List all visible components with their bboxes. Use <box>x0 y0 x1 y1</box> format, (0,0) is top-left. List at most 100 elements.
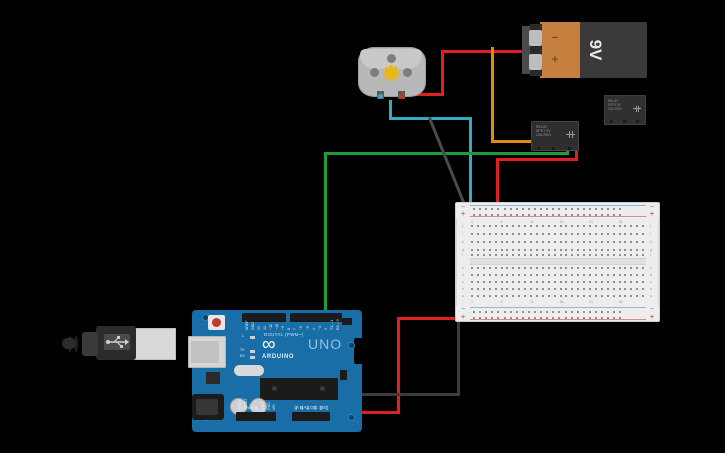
breadboard-rail-hole[interactable] <box>485 310 488 313</box>
breadboard-hole[interactable] <box>600 253 603 256</box>
breadboard-hole[interactable] <box>583 273 586 276</box>
breadboard-hole[interactable] <box>476 248 479 251</box>
breadboard-hole[interactable] <box>494 288 497 290</box>
breadboard-hole[interactable] <box>535 295 538 297</box>
breadboard-hole[interactable] <box>612 266 615 269</box>
breadboard-hole[interactable] <box>583 248 586 251</box>
breadboard-rail-hole[interactable] <box>521 316 524 319</box>
breadboard-hole[interactable] <box>577 288 580 290</box>
breadboard-hole[interactable] <box>500 273 503 276</box>
breadboard-hole[interactable] <box>530 273 532 276</box>
breadboard-hole[interactable] <box>594 233 597 235</box>
breadboard-rail-hole[interactable] <box>546 310 549 313</box>
breadboard-rail-hole[interactable] <box>491 310 494 313</box>
breadboard-hole[interactable] <box>565 253 568 256</box>
breadboard-hole[interactable] <box>476 273 479 276</box>
breadboard-hole[interactable] <box>482 253 485 256</box>
breadboard-hole[interactable] <box>612 241 615 243</box>
breadboard-hole[interactable] <box>612 273 615 276</box>
breadboard-hole[interactable] <box>553 288 556 290</box>
breadboard-rail-hole[interactable] <box>479 207 482 210</box>
breadboard-hole[interactable] <box>530 280 532 283</box>
breadboard-hole[interactable] <box>524 248 527 251</box>
breadboard-hole[interactable] <box>506 273 509 276</box>
breadboard-rail-hole[interactable] <box>515 207 518 210</box>
breadboard-rail-hole[interactable] <box>607 316 610 319</box>
breadboard-hole[interactable] <box>571 248 574 251</box>
breadboard-rail-hole[interactable] <box>485 316 488 319</box>
breadboard-hole[interactable] <box>600 280 603 283</box>
breadboard-rail-hole[interactable] <box>601 207 604 210</box>
breadboard-hole[interactable] <box>642 280 645 283</box>
breadboard-rail-hole[interactable] <box>564 310 567 313</box>
breadboard-hole[interactable] <box>594 241 597 243</box>
breadboard-hole[interactable] <box>559 233 562 235</box>
breadboard-hole[interactable] <box>612 225 615 227</box>
breadboard-hole[interactable] <box>618 288 621 290</box>
breadboard-hole[interactable] <box>547 295 550 297</box>
breadboard-hole[interactable] <box>618 280 621 283</box>
breadboard-hole[interactable] <box>559 266 562 269</box>
breadboard-hole[interactable] <box>494 253 497 256</box>
breadboard-rail-hole[interactable] <box>515 316 518 319</box>
breadboard-hole[interactable] <box>636 253 639 256</box>
breadboard-hole[interactable] <box>571 273 574 276</box>
breadboard-rail-hole[interactable] <box>521 213 524 216</box>
breadboard-hole[interactable] <box>618 225 621 227</box>
breadboard-hole[interactable] <box>506 225 509 227</box>
breadboard-hole[interactable] <box>594 225 597 227</box>
breadboard-hole[interactable] <box>471 273 473 276</box>
breadboard-hole[interactable] <box>476 266 479 269</box>
breadboard-hole[interactable] <box>471 280 473 283</box>
reset-button-housing[interactable] <box>208 315 225 330</box>
breadboard-hole[interactable] <box>547 280 550 283</box>
breadboard-hole[interactable] <box>541 266 544 269</box>
breadboard-rail-hole[interactable] <box>473 310 475 313</box>
breadboard-hole[interactable] <box>471 253 473 256</box>
breadboard-hole[interactable] <box>471 241 473 243</box>
breadboard-hole[interactable] <box>618 295 621 297</box>
breadboard-hole[interactable] <box>518 233 521 235</box>
breadboard-hole[interactable] <box>524 295 527 297</box>
breadboard-rail-hole[interactable] <box>613 207 616 210</box>
breadboard-hole[interactable] <box>565 295 568 297</box>
breadboard-hole[interactable] <box>589 241 591 243</box>
breadboard-hole[interactable] <box>636 273 639 276</box>
breadboard-rail-hole[interactable] <box>497 213 500 216</box>
breadboard-rail-hole[interactable] <box>497 207 500 210</box>
breadboard-hole[interactable] <box>471 295 473 297</box>
breadboard-hole[interactable] <box>471 248 473 251</box>
breadboard-hole[interactable] <box>512 273 515 276</box>
breadboard-hole[interactable] <box>530 225 532 227</box>
breadboard-hole[interactable] <box>541 288 544 290</box>
breadboard-hole[interactable] <box>541 253 544 256</box>
breadboard-hole[interactable] <box>594 273 597 276</box>
breadboard-rail-hole[interactable] <box>582 207 585 210</box>
breadboard-hole[interactable] <box>642 248 645 251</box>
breadboard-hole[interactable] <box>524 273 527 276</box>
breadboard-hole[interactable] <box>624 248 627 251</box>
breadboard-hole[interactable] <box>624 280 627 283</box>
breadboard-hole[interactable] <box>482 225 485 227</box>
breadboard-hole[interactable] <box>518 273 521 276</box>
breadboard-hole[interactable] <box>571 233 574 235</box>
breadboard-hole[interactable] <box>600 295 603 297</box>
analog-header[interactable] <box>292 412 330 421</box>
icsp-header[interactable] <box>340 370 347 380</box>
breadboard-hole[interactable] <box>494 280 497 283</box>
breadboard-rail-hole[interactable] <box>540 316 543 319</box>
breadboard-hole[interactable] <box>471 225 473 227</box>
breadboard-rail-hole[interactable] <box>534 213 536 216</box>
breadboard-rail-hole[interactable] <box>515 310 518 313</box>
breadboard-hole[interactable] <box>630 233 633 235</box>
breadboard-hole[interactable] <box>577 225 580 227</box>
chip-pin[interactable] <box>636 120 639 123</box>
breadboard-hole[interactable] <box>577 248 580 251</box>
breadboard-rail-hole[interactable] <box>564 207 567 210</box>
breadboard-rail-hole[interactable] <box>607 207 610 210</box>
component-arduino-uno[interactable]: DIGITAL (PWM~) POWER ANALOG IN ∞ UNO ARD… <box>188 310 362 432</box>
breadboard-hole[interactable] <box>512 248 515 251</box>
breadboard-hole[interactable] <box>500 280 503 283</box>
breadboard-hole[interactable] <box>577 253 580 256</box>
